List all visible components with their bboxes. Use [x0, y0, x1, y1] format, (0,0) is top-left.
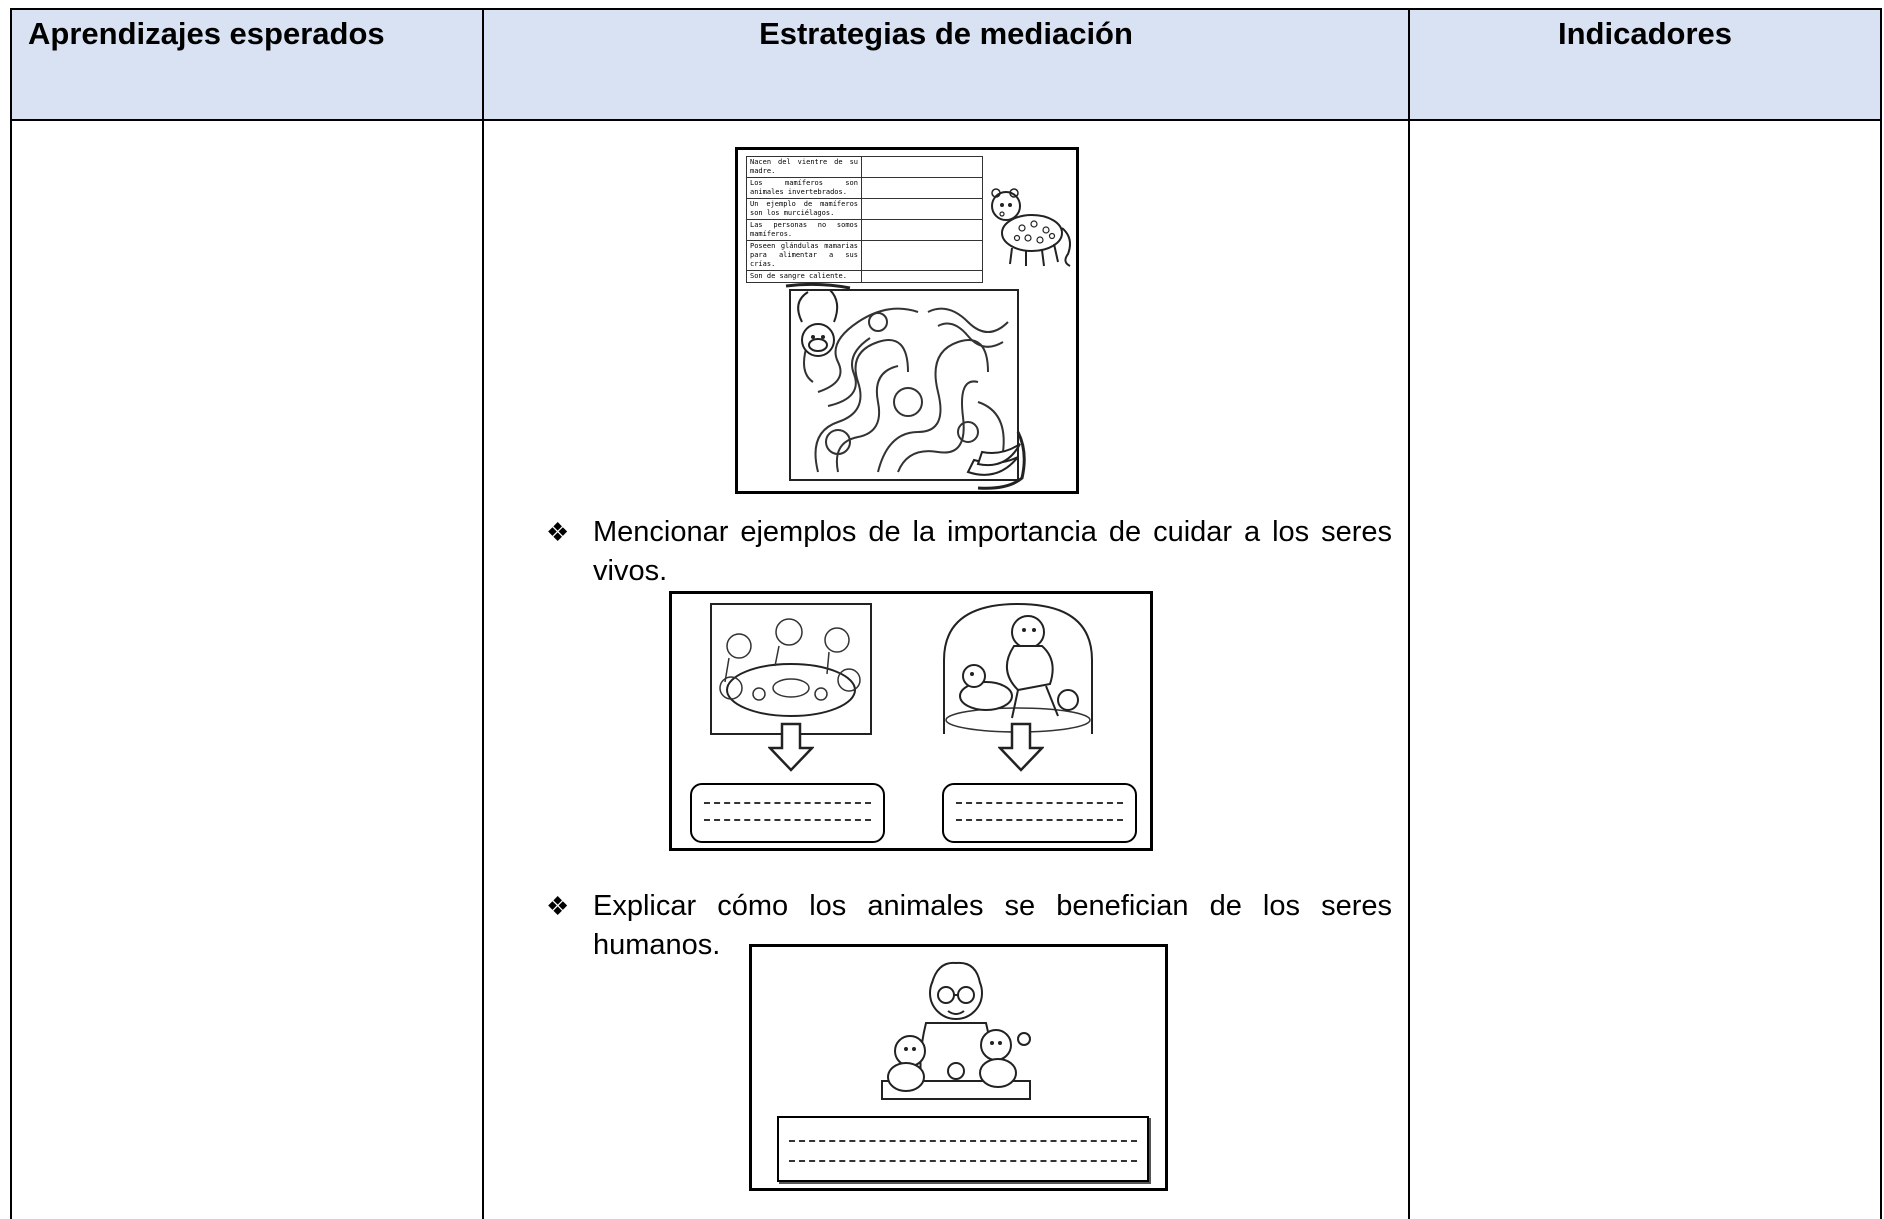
statement-cell: Las personas no somos mamíferos. — [746, 219, 862, 241]
statement-cell: Poseen glándulas mamarias para alimentar… — [746, 240, 862, 271]
answer-box-left — [690, 783, 885, 843]
table-row: Las personas no somos mamíferos. — [746, 219, 983, 241]
header-cell-aprendizajes: Aprendizajes esperados — [10, 8, 484, 121]
table-row: Poseen glándulas mamarias para alimentar… — [746, 240, 983, 271]
header-estrategias: Estrategias de mediación — [759, 16, 1133, 51]
table-row: Nacen del vientre de su madre. — [746, 156, 983, 178]
header-cell-indicadores: Indicadores — [1408, 8, 1882, 121]
bullet-text: Explicar cómo los animales se benefician… — [593, 890, 1392, 961]
worksheet-caring-image — [669, 591, 1153, 851]
statement-cell: Son de sangre caliente. — [746, 270, 862, 283]
maze-illustration — [785, 282, 1026, 490]
diamond-bullet-icon: ❖ — [546, 891, 570, 921]
statement-cell: Nacen del vientre de su madre. — [746, 156, 862, 178]
table-row: Un ejemplo de mamíferos son los murciéla… — [746, 198, 983, 220]
cell-aprendizajes — [10, 119, 484, 1219]
arrow-down-icon — [768, 722, 814, 772]
statement-cell: Los mamíferos son animales invertebrados… — [746, 177, 862, 199]
diamond-bullet-icon: ❖ — [546, 517, 570, 547]
answer-box-bottom — [777, 1116, 1149, 1182]
arrow-down-icon — [998, 722, 1044, 772]
cell-indicadores — [1408, 119, 1882, 1219]
person-with-pets-illustration — [881, 961, 1031, 1100]
header-cell-estrategias: Estrategias de mediación — [482, 8, 1410, 121]
jaguar-illustration — [991, 188, 1071, 267]
family-meal-illustration — [710, 603, 872, 735]
true-false-table: Nacen del vientre de su madre. Los mamíf… — [746, 156, 983, 283]
table-row: Son de sangre caliente. — [746, 270, 983, 283]
table-row: Los mamíferos son animales invertebrados… — [746, 177, 983, 199]
header-aprendizajes: Aprendizajes esperados — [28, 16, 385, 51]
answer-box-right — [942, 783, 1137, 843]
worksheet-benefit-image — [749, 944, 1168, 1191]
statement-cell: Un ejemplo de mamíferos son los murciéla… — [746, 198, 862, 220]
child-with-pets-illustration — [943, 602, 1093, 734]
worksheet-mammals-image: Nacen del vientre de su madre. Los mamíf… — [735, 147, 1079, 494]
header-indicadores: Indicadores — [1558, 16, 1732, 51]
bullet-text: Mencionar ejemplos de la importancia de … — [593, 516, 1392, 587]
